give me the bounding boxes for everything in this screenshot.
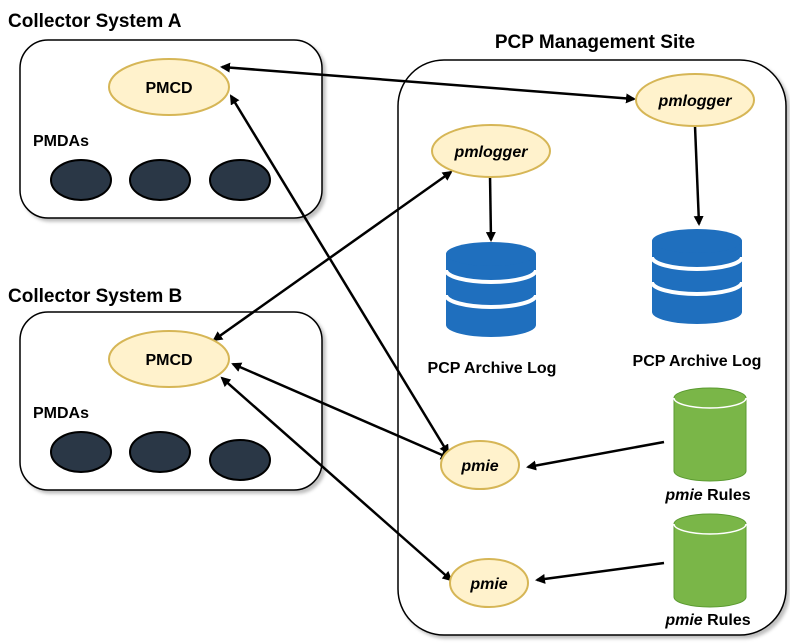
edge-rules-top-pmie: [526, 440, 665, 471]
pmda-agent[interactable]: [209, 439, 271, 481]
pmda-agent[interactable]: [50, 431, 112, 473]
edge-pmlogger-right-archive: [693, 125, 704, 226]
pmcd-a-label: PMCD: [145, 80, 192, 97]
pmie-top-node[interactable]: pmie: [440, 440, 520, 490]
archive-log-left-icon: [444, 242, 538, 337]
pmda-group-a: [50, 159, 271, 201]
pmdas-b-label: PMDAs: [33, 405, 89, 422]
edge-rules-bottom-pmie: [535, 561, 665, 584]
pmie-rules-bottom-icon: [673, 513, 747, 608]
pmie-rules-top-icon: [673, 387, 747, 482]
pmda-agent[interactable]: [50, 159, 112, 201]
pmlogger-left-label: pmlogger: [454, 144, 529, 161]
pmcd-a-node[interactable]: PMCD: [108, 58, 230, 116]
edge-pmcd-a-pmlogger-right: [220, 62, 636, 104]
edge-pmcd-b-pmlogger-left: [212, 170, 453, 342]
archive-log-left-label: PCP Archive Log: [428, 360, 557, 377]
pmda-agent[interactable]: [129, 431, 191, 473]
archive-log-right-label: PCP Archive Log: [633, 353, 762, 370]
collector-a-title: Collector System A: [8, 11, 182, 32]
pmlogger-left-node[interactable]: pmlogger: [431, 124, 551, 178]
archive-log-right-icon: [650, 229, 744, 324]
pmlogger-right-label: pmlogger: [658, 93, 733, 110]
pmie-top-label: pmie: [460, 458, 498, 475]
edge-pmcd-b-pmie-bottom: [220, 376, 453, 582]
pmda-group-b: [50, 431, 271, 481]
edge-pmlogger-left-archive: [485, 174, 496, 242]
pmie-bottom-node[interactable]: pmie: [449, 558, 529, 608]
pmcd-b-label: PMCD: [145, 352, 192, 369]
connectors: [212, 62, 704, 584]
management-site-title: PCP Management Site: [495, 32, 695, 53]
pmda-agent[interactable]: [129, 159, 191, 201]
pmie-rules-top-label: pmie Rules: [664, 487, 750, 504]
pmie-bottom-label: pmie: [469, 576, 507, 593]
pmda-agent[interactable]: [209, 159, 271, 201]
pmcd-b-node[interactable]: PMCD: [108, 330, 230, 388]
pmie-rules-bottom-label: pmie Rules: [664, 612, 750, 629]
collector-b-title: Collector System B: [8, 286, 182, 307]
pmdas-a-label: PMDAs: [33, 133, 89, 150]
pmlogger-right-node[interactable]: pmlogger: [635, 73, 755, 127]
